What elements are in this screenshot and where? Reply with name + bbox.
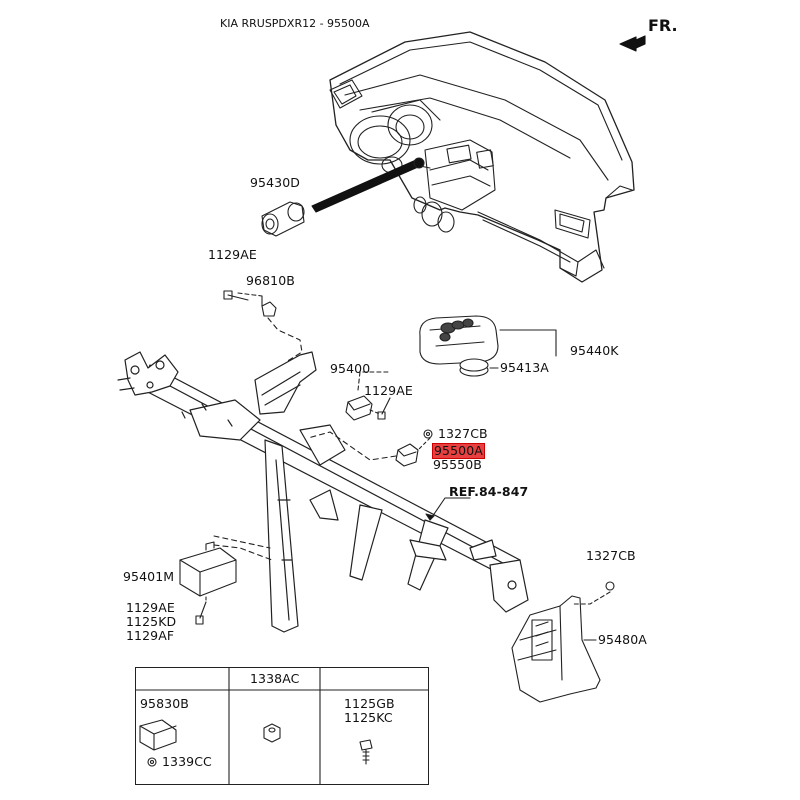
cross-car-beam bbox=[117, 351, 529, 633]
dashboard-panel bbox=[329, 31, 635, 283]
label-95500A-highlighted: 95500A bbox=[432, 443, 485, 459]
label-ref-84-847: REF.84-847 bbox=[449, 484, 529, 499]
bolt-1129AE-top bbox=[223, 290, 249, 301]
nut-1338AC bbox=[263, 723, 281, 743]
label-1125KD: 1125KD bbox=[126, 614, 177, 629]
table-label-1125GB: 1125GB bbox=[344, 696, 395, 711]
label-1327CB-mid: 1327CB bbox=[438, 426, 488, 441]
part-95430D bbox=[261, 201, 305, 237]
bolt-1125GB bbox=[359, 739, 373, 765]
label-1129AE-mid: 1129AE bbox=[364, 383, 413, 398]
smart-key-fob bbox=[419, 315, 499, 365]
label-1327CB-right: 1327CB bbox=[586, 548, 636, 563]
label-1129AE-top: 1129AE bbox=[208, 247, 257, 262]
label-96810B: 96810B bbox=[246, 273, 295, 288]
table-label-95830B: 95830B bbox=[140, 696, 189, 711]
module-95401M bbox=[179, 541, 237, 597]
nut-1339CC bbox=[147, 757, 157, 767]
label-95401M: 95401M bbox=[123, 569, 175, 584]
antenna-95500A bbox=[395, 443, 419, 467]
label-95440K: 95440K bbox=[570, 343, 619, 358]
bolt-1129AE-mid bbox=[377, 397, 391, 420]
diagram-title: KIA RRUSPDXR12 - 95500A bbox=[220, 17, 370, 30]
nut-1327CB-mid bbox=[423, 429, 433, 439]
table-label-1125KC: 1125KC bbox=[344, 710, 393, 725]
label-1129AE-low: 1129AE bbox=[126, 600, 175, 615]
label-95413A: 95413A bbox=[500, 360, 549, 375]
label-95400: 95400 bbox=[330, 361, 371, 376]
front-direction-label: FR. bbox=[648, 16, 678, 35]
part-95830B bbox=[139, 719, 177, 751]
part-96810B bbox=[261, 295, 277, 317]
label-95430D: 95430D bbox=[250, 175, 300, 190]
nut-1327CB-right bbox=[605, 581, 615, 591]
bracket-95480A bbox=[511, 595, 601, 703]
table-header-1338AC: 1338AC bbox=[250, 671, 300, 686]
label-1129AF: 1129AF bbox=[126, 628, 175, 643]
module-95400 bbox=[345, 395, 373, 421]
table-label-1339CC: 1339CC bbox=[162, 754, 212, 769]
label-95550B: 95550B bbox=[433, 457, 482, 472]
battery-95413A bbox=[459, 358, 489, 377]
ref-leader bbox=[429, 497, 471, 521]
pointer-arrow bbox=[311, 159, 419, 213]
label-95480A: 95480A bbox=[598, 632, 647, 647]
parts-table bbox=[135, 667, 429, 785]
front-direction-arrow bbox=[619, 35, 646, 52]
bolt-1129AE-low bbox=[195, 601, 207, 625]
